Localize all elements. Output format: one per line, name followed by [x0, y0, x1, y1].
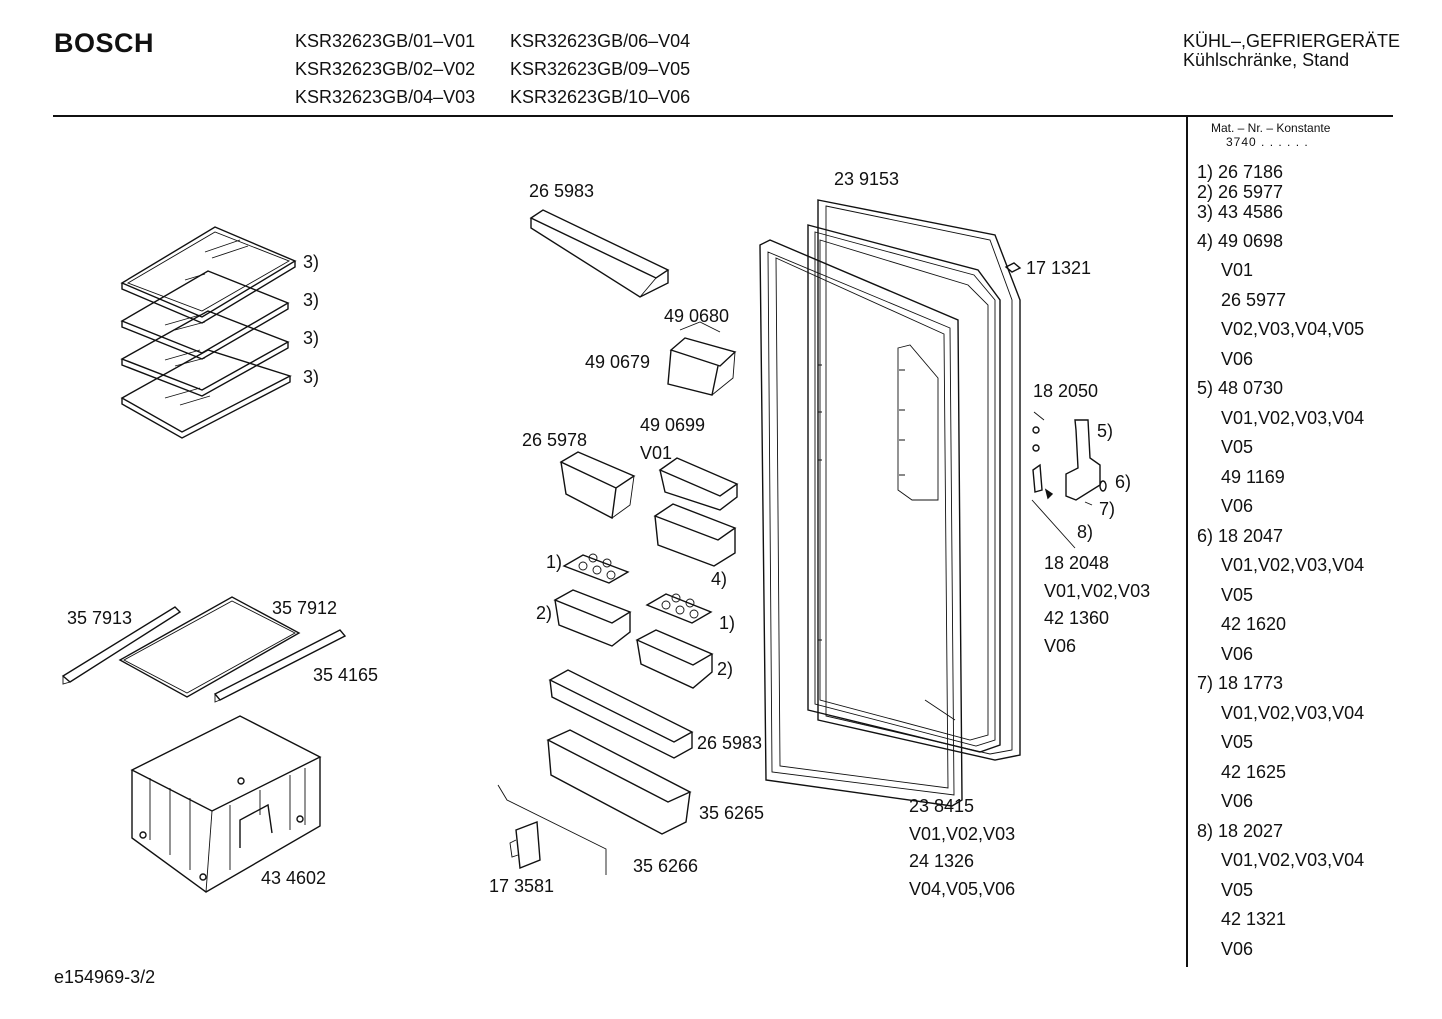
model-number: KSR32623GB/02–V02 — [295, 59, 476, 79]
callout-label: 5) — [1097, 421, 1114, 441]
part-number: 17 3581 — [489, 876, 555, 896]
part-number: 35 7912 — [272, 598, 338, 618]
callout-label: 1) — [719, 613, 736, 633]
part-number: 17 1321 — [1026, 258, 1092, 278]
legend-entry: 42 1625 — [1221, 762, 1287, 782]
callout-label: 3) — [303, 328, 320, 348]
legend-entry: 3) 43 4586 — [1197, 202, 1284, 222]
glass-shelves — [120, 226, 297, 439]
callout-label: 3) — [303, 290, 320, 310]
drawing-reference: e154969-3/2 — [54, 967, 156, 987]
legend-entry: 26 5977 — [1221, 290, 1287, 310]
part-number: 35 7913 — [67, 608, 133, 628]
part-number: 26 5983 — [697, 733, 763, 753]
part-number: 42 1360 — [1044, 608, 1110, 628]
callout-label: 2) — [536, 603, 553, 623]
part-number: 35 6265 — [699, 803, 765, 823]
callout-label: 3) — [303, 367, 320, 387]
callout-label: 6) — [1115, 472, 1132, 492]
category-subtitle: Kühlschränke, Stand — [1183, 50, 1350, 70]
door-panel — [759, 199, 1021, 807]
legend-entry: V01 — [1221, 260, 1254, 280]
part-number: 24 1326 — [909, 851, 975, 871]
variant-label: V06 — [1044, 636, 1077, 656]
callout-label: 7) — [1099, 499, 1116, 519]
legend-entry: 4) 49 0698 — [1197, 231, 1284, 251]
part-number: 26 5983 — [529, 181, 595, 201]
part-number: 26 5978 — [522, 430, 588, 450]
legend-entry: V05 — [1221, 437, 1254, 457]
legend-entry: 5) 48 0730 — [1197, 378, 1284, 398]
legend-entry: V06 — [1221, 791, 1254, 811]
legend-entry: V05 — [1221, 880, 1254, 900]
legend-entry: V06 — [1221, 496, 1254, 516]
variant-label: V01,V02,V03 — [1044, 581, 1151, 601]
model-number: KSR32623GB/01–V01 — [295, 31, 476, 51]
part-number: 49 0699 — [640, 415, 706, 435]
part-number: 43 4602 — [261, 868, 327, 888]
callout-label: 2) — [717, 659, 734, 679]
part-number: 35 6266 — [633, 856, 699, 876]
legend-entry: V02,V03,V04,V05 — [1221, 319, 1365, 339]
constants-title: Mat. – Nr. – Konstante — [1211, 121, 1331, 135]
legend-entry: V06 — [1221, 939, 1254, 959]
legend-entry: V05 — [1221, 732, 1254, 752]
model-number: KSR32623GB/10–V06 — [510, 87, 691, 107]
door-shelves — [529, 209, 739, 835]
part-number: 23 8415 — [909, 796, 975, 816]
legend-entry: 42 1321 — [1221, 909, 1287, 929]
legend-entry: V01,V02,V03,V04 — [1221, 850, 1365, 870]
legend-entry: 6) 18 2047 — [1197, 526, 1284, 546]
legend-entry: 8) 18 2027 — [1197, 821, 1284, 841]
part-number: 18 2048 — [1044, 553, 1110, 573]
legend-entry: 7) 18 1773 — [1197, 673, 1284, 693]
legend-entry: 2) 26 5977 — [1197, 182, 1284, 202]
callout-label: 1) — [546, 552, 563, 572]
variant-label: V04,V05,V06 — [909, 879, 1016, 899]
callout-label: 4) — [711, 569, 728, 589]
part-number: 49 0679 — [585, 352, 651, 372]
crisper-cover-assembly — [61, 596, 347, 703]
callout-label: 3) — [303, 252, 320, 272]
model-number: KSR32623GB/04–V03 — [295, 87, 476, 107]
part-number: 49 0680 — [664, 306, 730, 326]
header-divider — [53, 115, 1393, 117]
brand-logo: BOSCH — [54, 28, 155, 58]
legend-entry: V05 — [1221, 585, 1254, 605]
part-number: 23 9153 — [834, 169, 900, 189]
part-number: 35 4165 — [313, 665, 379, 685]
crisper-drawer — [130, 715, 322, 893]
constants-value: 3740 . . . . . . — [1226, 135, 1309, 149]
legend-entry: V01,V02,V03,V04 — [1221, 408, 1365, 428]
part-number: 18 2050 — [1033, 381, 1099, 401]
legend-entry: 42 1620 — [1221, 614, 1287, 634]
bottle-divider — [497, 784, 607, 875]
variant-label: V01 — [640, 443, 673, 463]
variant-label: V01,V02,V03 — [909, 824, 1016, 844]
legend-entry: 1) 26 7186 — [1197, 162, 1284, 182]
legend-entry: 49 1169 — [1221, 467, 1285, 487]
legend-divider — [1186, 115, 1188, 967]
legend-entry: V06 — [1221, 644, 1254, 664]
callout-label: 8) — [1077, 522, 1094, 542]
hinge-assembly — [1004, 262, 1107, 549]
legend-entry: V01,V02,V03,V04 — [1221, 555, 1365, 575]
legend-entry: V01,V02,V03,V04 — [1221, 703, 1365, 723]
model-number: KSR32623GB/06–V04 — [510, 31, 691, 51]
legend-entry: V06 — [1221, 349, 1254, 369]
category-title: KÜHL–,GEFRIERGERÄTE — [1183, 31, 1401, 51]
model-number: KSR32623GB/09–V05 — [510, 59, 691, 79]
